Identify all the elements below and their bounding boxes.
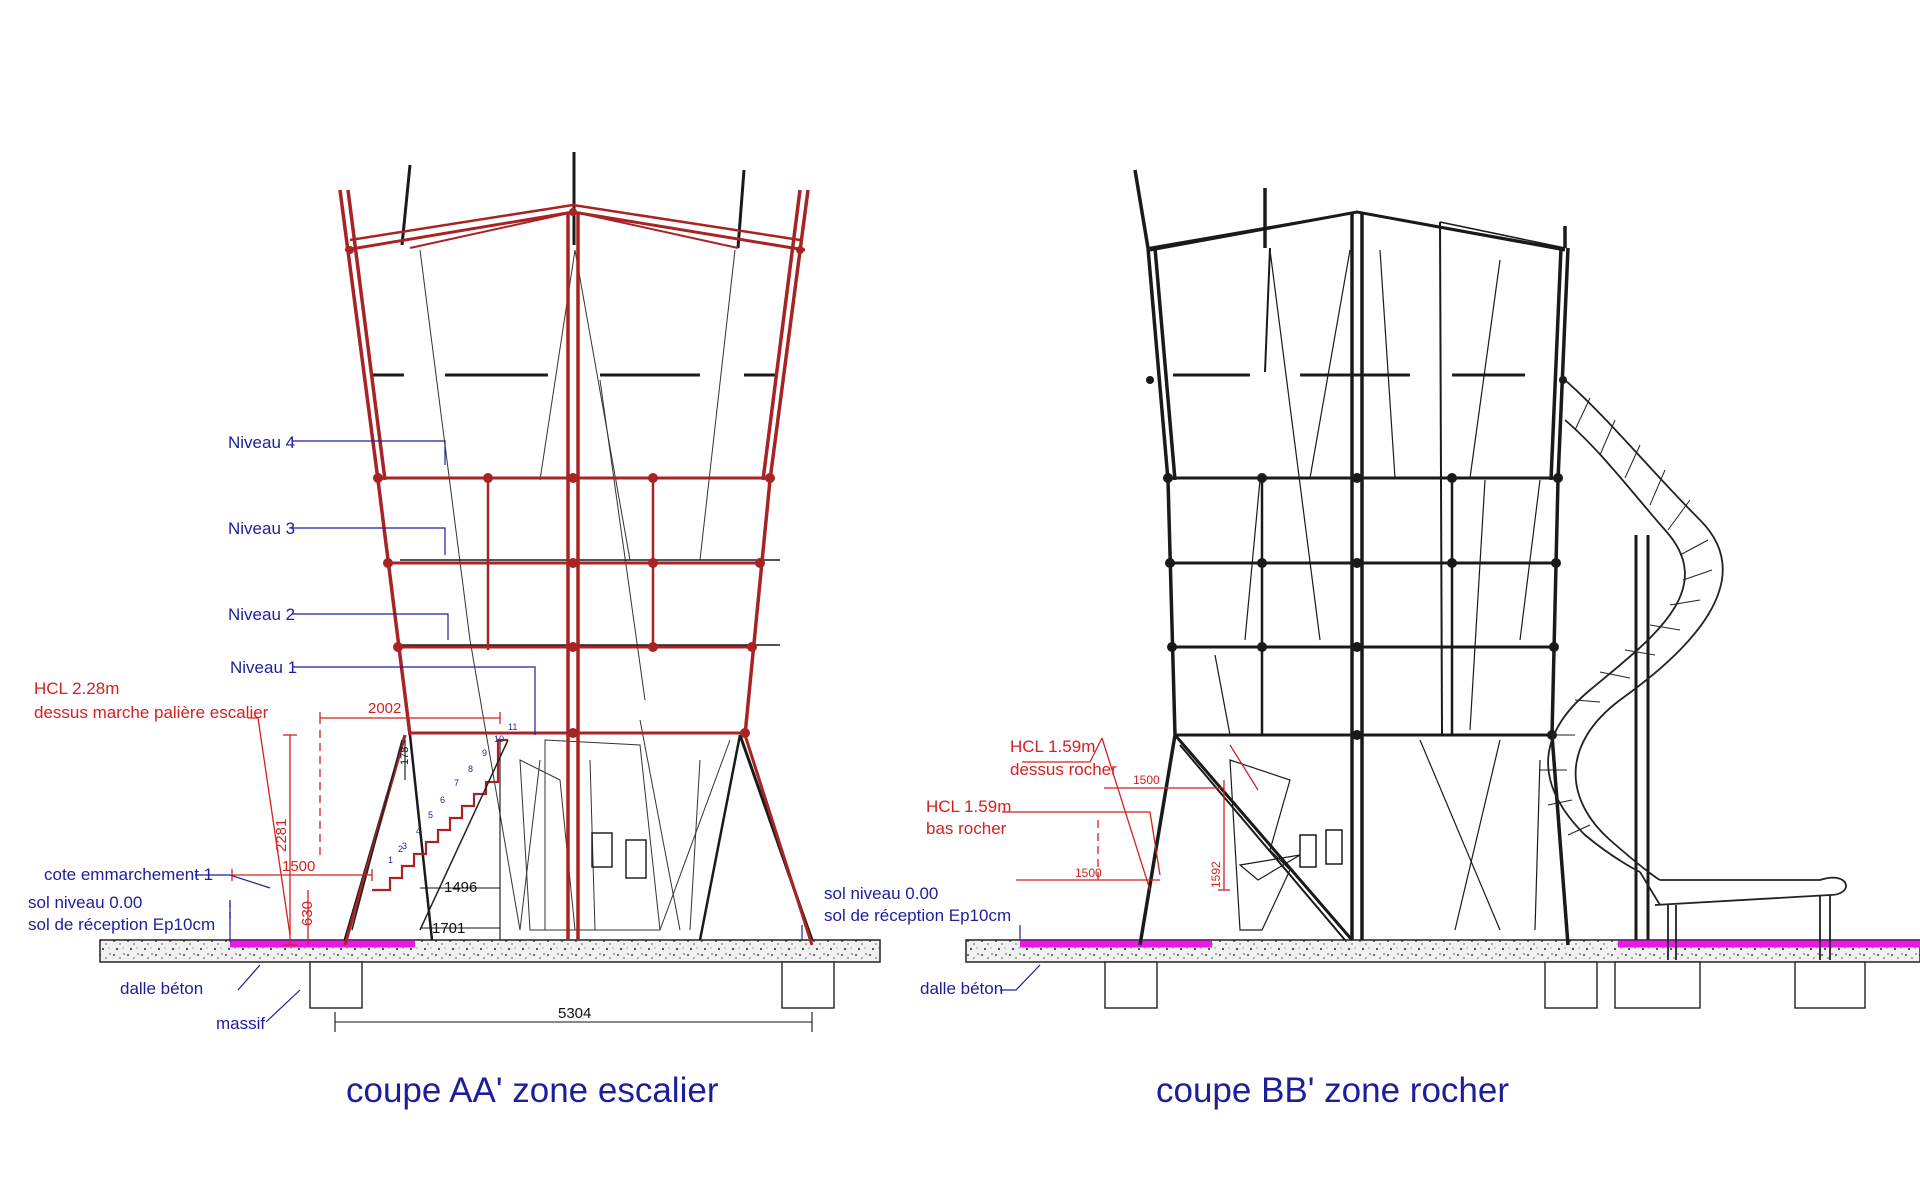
svg-text:10: 10 [494, 734, 504, 744]
staircase-profile [372, 738, 508, 892]
foundation-bb-1 [1104, 961, 1158, 1009]
hcl-base-rock-label: HCL 1.59m [926, 797, 1011, 816]
dim-5304: 5304 [558, 1005, 591, 1022]
ground-level-label: sol niveau 0.00 [28, 893, 142, 912]
hcl-label: HCL 2.28m [34, 679, 119, 698]
ground-level-right-label: sol niveau 0.00 [824, 884, 938, 903]
step-numbers: 1 2 3 4 5 6 7 8 9 10 11 [388, 722, 517, 865]
svg-text:9: 9 [482, 748, 487, 758]
dim-1592: 1592 [1209, 861, 1223, 888]
foundation-left [309, 961, 363, 1009]
dim-1701: 1701 [432, 920, 465, 937]
reception-floor-right-label: sol de réception Ep10cm [824, 906, 1011, 925]
hcl-top-rock-description: dessus rocher [1010, 760, 1117, 779]
concrete-slab [99, 939, 881, 963]
foundation-right [781, 961, 835, 1009]
dim-1496: 1496 [444, 879, 477, 896]
section-aa-title: coupe AA' zone escalier [346, 1071, 719, 1110]
dim-1500-lower: 1500 [1075, 866, 1102, 880]
level-1-label: Niveau 1 [230, 658, 297, 677]
section-aa: 1 2 3 4 5 6 7 8 9 10 11 [28, 152, 1011, 1110]
reception-floor-label: sol de réception Ep10cm [28, 915, 215, 934]
spiral-slide [1540, 379, 1847, 960]
dim-1500-upper: 1500 [1133, 773, 1160, 787]
foundation-bb-2 [1544, 961, 1598, 1009]
hcl-top-rock-label: HCL 1.59m [1010, 737, 1095, 756]
dim-2281: 2281 [273, 819, 290, 852]
svg-text:4: 4 [416, 826, 421, 836]
svg-text:5: 5 [428, 810, 433, 820]
dim-630: 630 [299, 901, 316, 926]
level-3-label: Niveau 3 [228, 519, 295, 538]
level-2-label: Niveau 2 [228, 605, 295, 624]
dim-178: 178 [399, 747, 411, 765]
svg-text:7: 7 [454, 778, 459, 788]
svg-text:8: 8 [468, 764, 473, 774]
svg-text:2: 2 [398, 844, 403, 854]
slab-label-bb: dalle béton [920, 979, 1003, 998]
step-height-label: cote emmarchement 1 [44, 865, 213, 884]
foundation-bb-4 [1794, 961, 1866, 1009]
foundation-bb-3 [1614, 961, 1701, 1009]
hcl-base-rock-description: bas rocher [926, 819, 1007, 838]
svg-text:3: 3 [402, 841, 407, 851]
svg-text:6: 6 [440, 795, 445, 805]
svg-text:1: 1 [388, 855, 393, 865]
level-4-label: Niveau 4 [228, 433, 295, 452]
hcl-description: dessus marche palière escalier [34, 703, 269, 722]
foundation-label: massif [216, 1014, 265, 1033]
dim-2002: 2002 [368, 700, 401, 717]
slab-label: dalle béton [120, 979, 203, 998]
section-bb-title: coupe BB' zone rocher [1156, 1071, 1509, 1110]
svg-text:11: 11 [508, 722, 517, 732]
dim-1500: 1500 [282, 858, 315, 875]
section-bb: HCL 1.59m dessus rocher HCL 1.59m bas ro… [920, 169, 1920, 1110]
